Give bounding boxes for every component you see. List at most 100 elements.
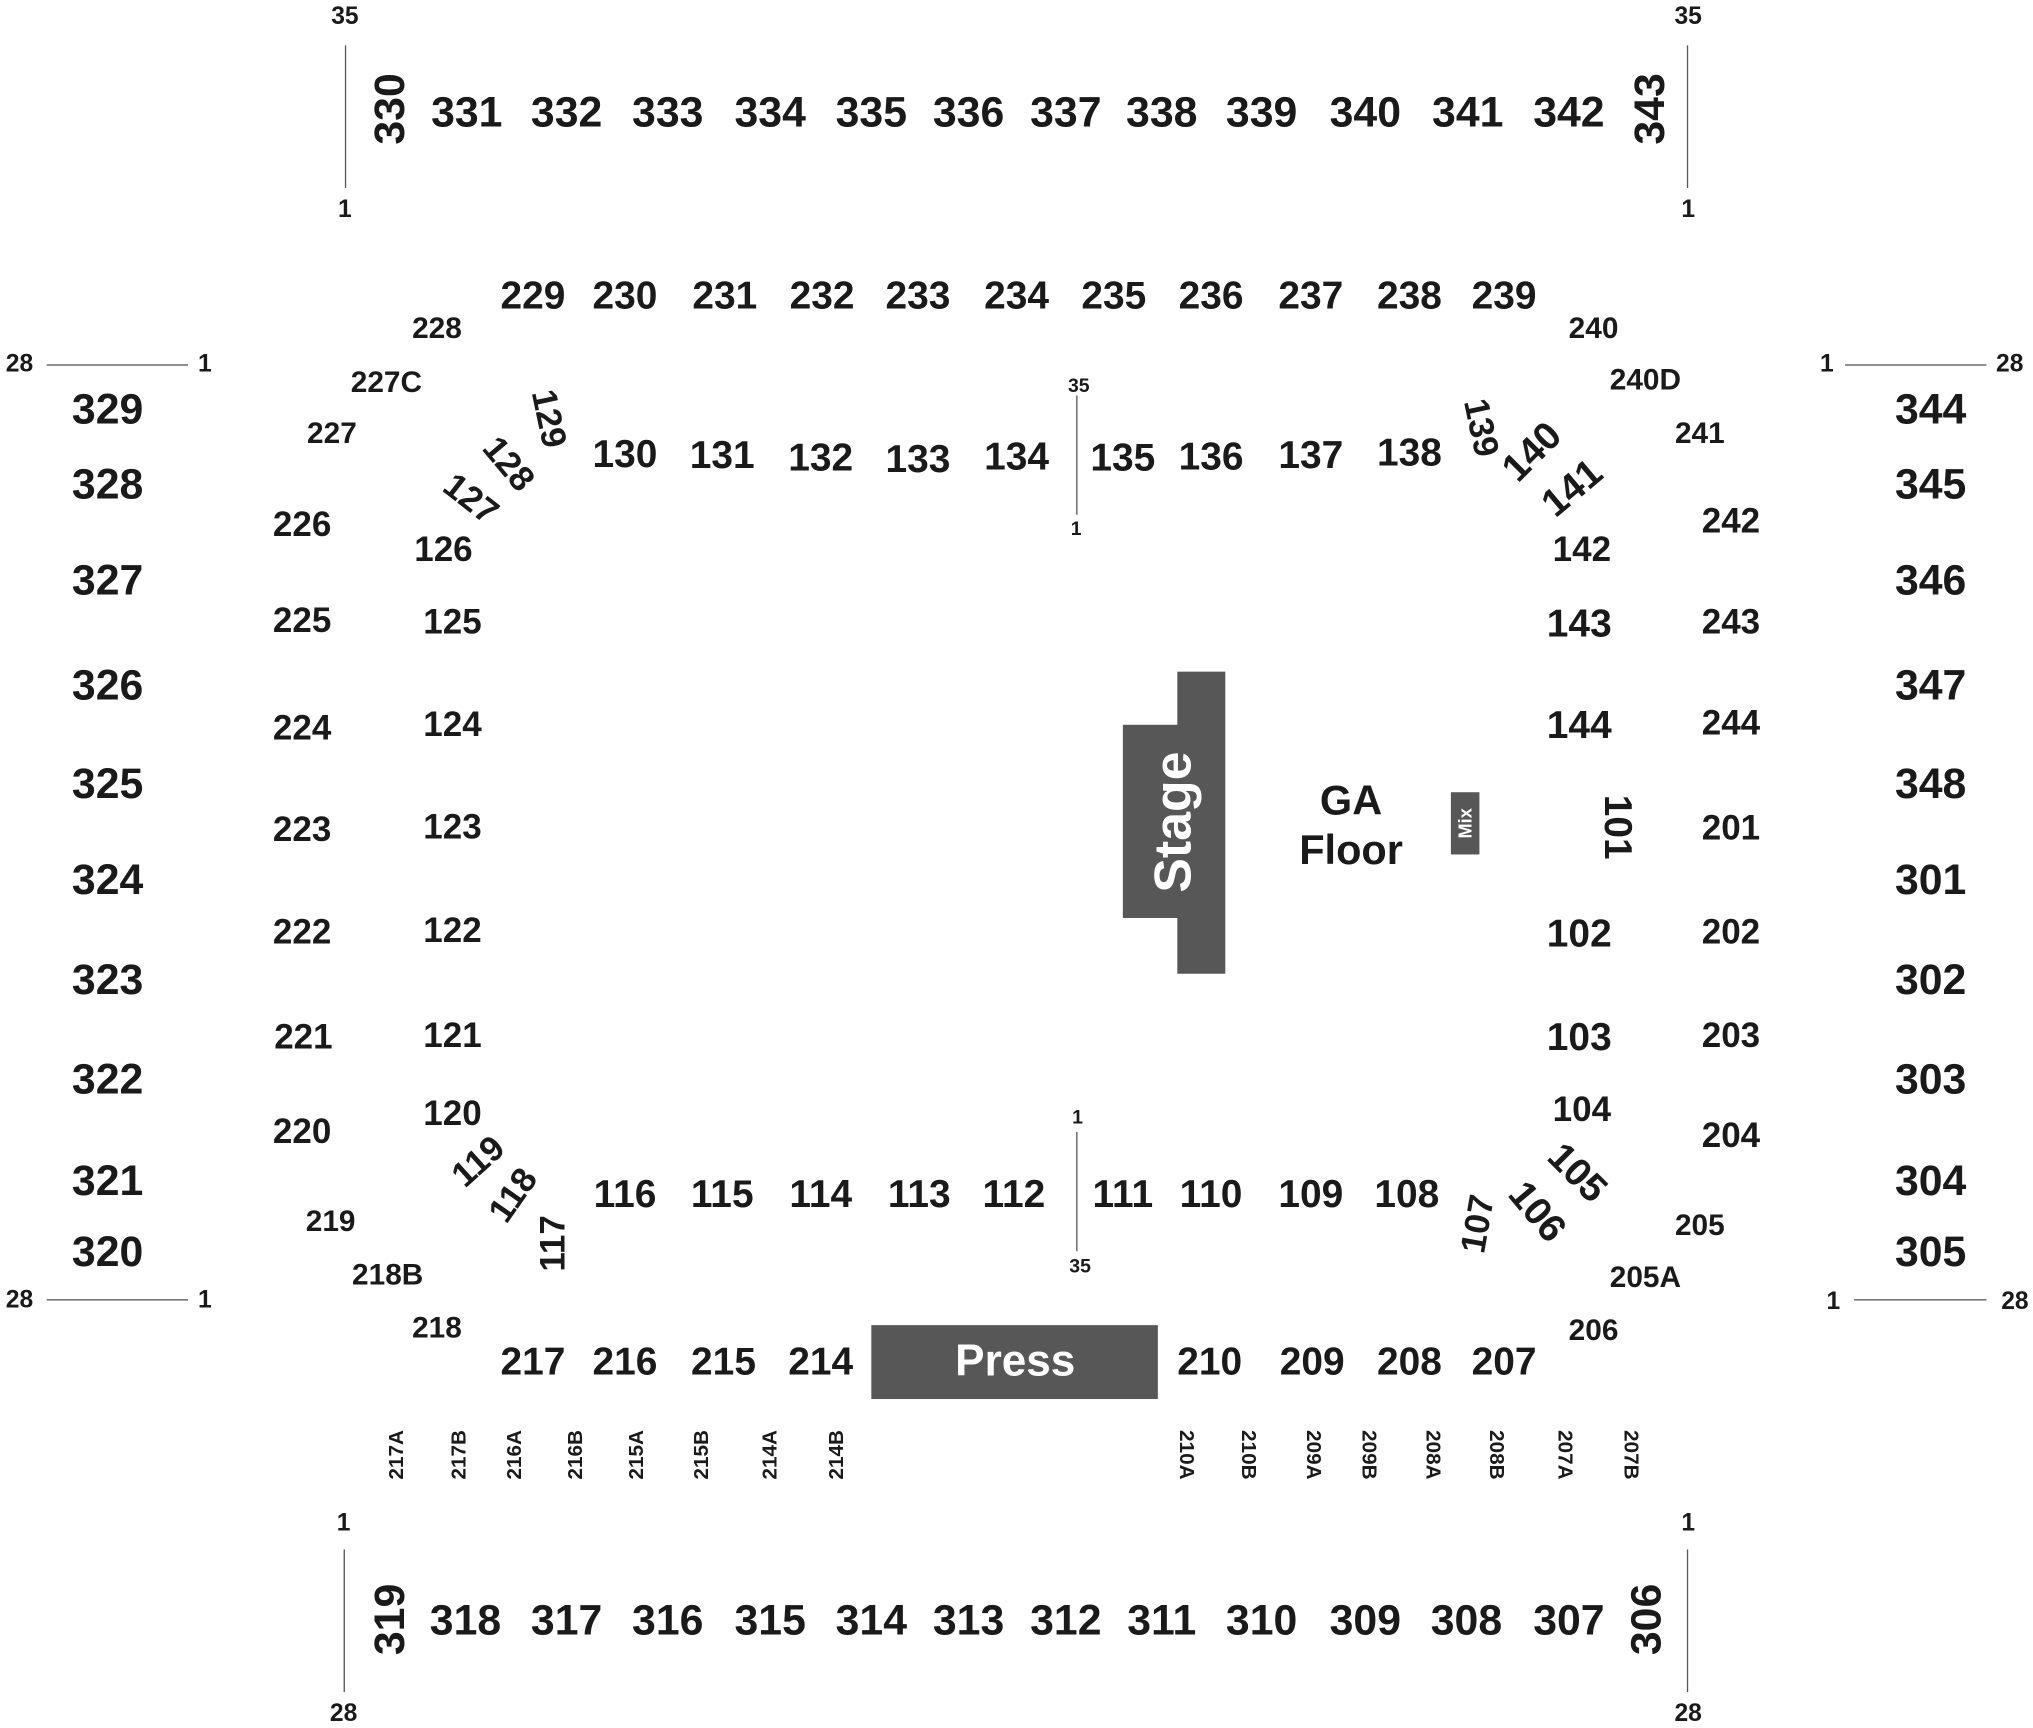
section-317[interactable]: 317 [530, 1595, 603, 1644]
section-346[interactable]: 346 [1894, 555, 1967, 604]
section-242[interactable]: 242 [1701, 501, 1761, 541]
section-227c[interactable]: 227C [350, 364, 423, 399]
section-101[interactable]: 101 [1596, 794, 1639, 860]
section-325[interactable]: 325 [71, 759, 144, 808]
section-228[interactable]: 228 [412, 310, 462, 345]
section-324[interactable]: 324 [71, 855, 144, 904]
section-308[interactable]: 308 [1430, 1595, 1503, 1644]
section-217b[interactable]: 217B [448, 1429, 471, 1480]
section-332[interactable]: 332 [530, 87, 603, 136]
section-206[interactable]: 206 [1568, 1312, 1619, 1347]
section-335[interactable]: 335 [835, 87, 908, 136]
section-216b[interactable]: 216B [565, 1429, 588, 1480]
section-131[interactable]: 131 [689, 434, 755, 478]
section-237[interactable]: 237 [1278, 274, 1344, 318]
section-342[interactable]: 342 [1533, 87, 1605, 136]
section-111[interactable]: 111 [1092, 1173, 1154, 1217]
section-120[interactable]: 120 [423, 1093, 482, 1133]
section-125[interactable]: 125 [423, 602, 482, 642]
section-214b[interactable]: 214B [825, 1429, 848, 1480]
section-339[interactable]: 339 [1225, 87, 1298, 136]
section-214a[interactable]: 214A [759, 1429, 782, 1480]
section-122[interactable]: 122 [423, 910, 482, 950]
section-327[interactable]: 327 [71, 555, 144, 604]
section-136[interactable]: 136 [1178, 435, 1244, 479]
section-203[interactable]: 203 [1701, 1015, 1761, 1055]
section-337[interactable]: 337 [1030, 87, 1102, 136]
section-225[interactable]: 225 [272, 600, 332, 640]
section-309[interactable]: 309 [1329, 1595, 1402, 1644]
section-240d[interactable]: 240D [1609, 362, 1682, 397]
section-334[interactable]: 334 [734, 87, 806, 136]
section-239[interactable]: 239 [1471, 274, 1537, 318]
section-102[interactable]: 102 [1546, 912, 1612, 956]
section-205[interactable]: 205 [1674, 1207, 1725, 1242]
section-114[interactable]: 114 [789, 1173, 853, 1217]
section-202[interactable]: 202 [1701, 912, 1761, 952]
stage-block[interactable] [1122, 724, 1180, 918]
section-138[interactable]: 138 [1376, 431, 1442, 475]
section-307[interactable]: 307 [1533, 1595, 1605, 1644]
section-132[interactable]: 132 [788, 436, 854, 480]
section-142[interactable]: 142 [1552, 529, 1612, 569]
section-233[interactable]: 233 [885, 274, 951, 318]
section-313[interactable]: 313 [932, 1595, 1005, 1644]
section-205a[interactable]: 205A [1609, 1259, 1682, 1294]
section-301[interactable]: 301 [1894, 855, 1967, 904]
section-348[interactable]: 348 [1894, 759, 1967, 808]
section-215[interactable]: 215 [691, 1340, 756, 1384]
section-137[interactable]: 137 [1278, 434, 1344, 478]
section-226[interactable]: 226 [272, 505, 332, 544]
section-304[interactable]: 304 [1894, 1155, 1967, 1204]
section-110[interactable]: 110 [1179, 1173, 1243, 1217]
section-224[interactable]: 224 [272, 708, 332, 748]
section-347[interactable]: 347 [1894, 660, 1967, 709]
section-315[interactable]: 315 [734, 1595, 806, 1644]
section-126[interactable]: 126 [414, 529, 473, 569]
section-207[interactable]: 207 [1471, 1340, 1537, 1384]
section-124[interactable]: 124 [423, 704, 482, 744]
section-303[interactable]: 303 [1894, 1054, 1967, 1103]
section-218[interactable]: 218 [412, 1310, 462, 1344]
section-208[interactable]: 208 [1376, 1340, 1442, 1384]
section-133[interactable]: 133 [885, 438, 951, 482]
section-218b[interactable]: 218B [352, 1257, 424, 1291]
section-321[interactable]: 321 [71, 1155, 144, 1204]
section-340[interactable]: 340 [1329, 87, 1402, 136]
section-222[interactable]: 222 [272, 912, 332, 952]
section-312[interactable]: 312 [1030, 1595, 1102, 1644]
section-235[interactable]: 235 [1081, 274, 1147, 318]
section-144[interactable]: 144 [1546, 704, 1612, 747]
section-220[interactable]: 220 [272, 1111, 332, 1151]
section-329[interactable]: 329 [71, 384, 144, 433]
section-333[interactable]: 333 [632, 87, 704, 136]
section-241[interactable]: 241 [1674, 415, 1725, 450]
ga-floor-label[interactable]: GA Floor [1299, 777, 1403, 875]
section-215a[interactable]: 215A [626, 1429, 649, 1480]
section-112[interactable]: 112 [982, 1173, 1046, 1217]
section-216[interactable]: 216 [592, 1340, 658, 1384]
section-209[interactable]: 209 [1279, 1340, 1345, 1384]
section-130[interactable]: 130 [592, 433, 658, 476]
section-221[interactable]: 221 [274, 1017, 333, 1057]
section-319[interactable]: 319 [364, 1583, 413, 1656]
section-139[interactable]: 139 [1456, 395, 1507, 461]
section-209a[interactable]: 209A [1301, 1429, 1324, 1480]
section-341[interactable]: 341 [1432, 87, 1504, 136]
section-243[interactable]: 243 [1701, 602, 1761, 642]
section-338[interactable]: 338 [1126, 87, 1198, 136]
section-234[interactable]: 234 [984, 274, 1049, 318]
section-201[interactable]: 201 [1701, 808, 1761, 848]
section-314[interactable]: 314 [835, 1595, 908, 1644]
section-330[interactable]: 330 [364, 73, 413, 145]
section-231[interactable]: 231 [692, 274, 758, 318]
section-217[interactable]: 217 [500, 1340, 566, 1384]
section-209b[interactable]: 209B [1357, 1429, 1380, 1480]
section-103[interactable]: 103 [1546, 1016, 1612, 1060]
section-129[interactable]: 129 [523, 386, 575, 452]
section-108[interactable]: 108 [1374, 1173, 1440, 1217]
section-134[interactable]: 134 [984, 435, 1049, 479]
section-135[interactable]: 135 [1090, 436, 1156, 480]
section-210b[interactable]: 210B [1236, 1429, 1259, 1480]
section-143[interactable]: 143 [1546, 602, 1612, 646]
